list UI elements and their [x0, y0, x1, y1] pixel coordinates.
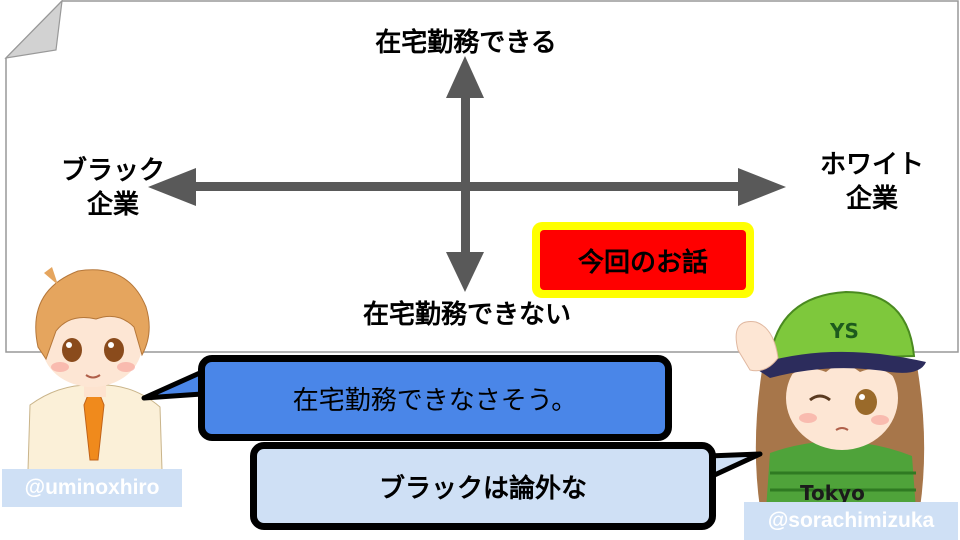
- axis-label-left-line1: ブラック: [60, 156, 165, 186]
- speech-bubble-2: ブラックは論外な: [250, 442, 716, 530]
- axis-label-left-line2: 企業: [86, 190, 139, 220]
- axis-label-top: 在宅勤務できる: [375, 28, 557, 58]
- vertical-axis-arrow: [446, 56, 484, 292]
- highlight-box: 今回のお話: [532, 222, 754, 298]
- axis-label-bottom: 在宅勤務できない: [362, 300, 571, 330]
- highlight-label: 今回のお話: [540, 230, 746, 290]
- shirt-text: Tokyo: [800, 481, 865, 505]
- folded-corner: [4, 0, 63, 59]
- character-girl: Tokyo YS: [735, 290, 926, 510]
- axis-label-right-line1: ホワイト: [819, 150, 924, 180]
- axis-label-right: ホワイト 企業: [812, 148, 932, 216]
- right-handle: @sorachimizuka: [744, 502, 958, 540]
- axis-label-right-line2: 企業: [845, 184, 898, 214]
- axis-label-left: ブラック 企業: [58, 154, 168, 222]
- speech-bubble-1: 在宅勤務できなさそう。: [198, 355, 672, 441]
- cap-logo: YS: [829, 319, 859, 343]
- character-boy: [27, 267, 163, 470]
- left-handle: @uminoxhiro: [2, 469, 182, 507]
